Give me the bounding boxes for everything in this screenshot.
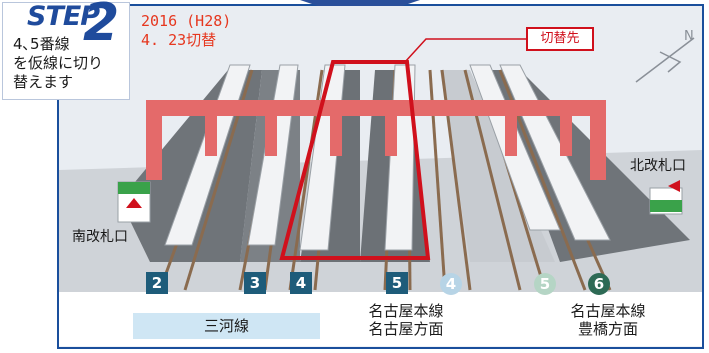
svg-text:N: N bbox=[684, 29, 694, 44]
track-number-2: 2 bbox=[146, 272, 168, 294]
overpass bbox=[265, 116, 277, 156]
overpass bbox=[505, 116, 517, 156]
step-description: 4､5番線 を仮線に切り 替えます bbox=[13, 35, 104, 91]
overpass bbox=[330, 116, 342, 156]
south-gate-label: 南改札口 bbox=[72, 229, 128, 245]
compass-icon: N bbox=[635, 29, 695, 83]
overpass bbox=[146, 100, 162, 180]
switch-target-outline bbox=[279, 60, 431, 260]
overpass bbox=[385, 116, 397, 156]
arrow-up-icon bbox=[126, 198, 142, 208]
north-gate-label: 北改札口 bbox=[630, 158, 686, 174]
step-label: STEP bbox=[27, 1, 100, 32]
south-gate-block bbox=[118, 182, 150, 194]
track-number-5: 5 bbox=[386, 272, 408, 294]
north-gate-block bbox=[650, 200, 682, 212]
switch-target-label: 切替先 bbox=[526, 27, 594, 51]
track-number-4-old: 4 bbox=[440, 273, 462, 295]
track-number-6: 6 bbox=[588, 273, 610, 295]
step-number: 2 bbox=[83, 0, 120, 53]
line-nagoya-main-nagoya: 名古屋本線 名古屋方面 bbox=[368, 302, 444, 338]
track-number-5-old: 5 bbox=[534, 273, 556, 295]
arrow-left-icon bbox=[668, 180, 680, 192]
line-nagoya-main-toyohashi: 名古屋本線 豊橋方面 bbox=[570, 302, 646, 338]
line-mikawa: 三河線 bbox=[133, 313, 320, 339]
overpass bbox=[560, 116, 572, 156]
overpass bbox=[146, 100, 606, 116]
switch-date: 2016 (H28) 4. 23切替 bbox=[141, 12, 232, 49]
track-number-4: 4 bbox=[290, 272, 312, 294]
step-callout: STEP 2 4､5番線 を仮線に切り 替えます bbox=[2, 0, 130, 100]
leader-line bbox=[404, 38, 526, 63]
track-number-3: 3 bbox=[244, 272, 266, 294]
overpass bbox=[205, 116, 217, 156]
overpass bbox=[590, 100, 606, 180]
